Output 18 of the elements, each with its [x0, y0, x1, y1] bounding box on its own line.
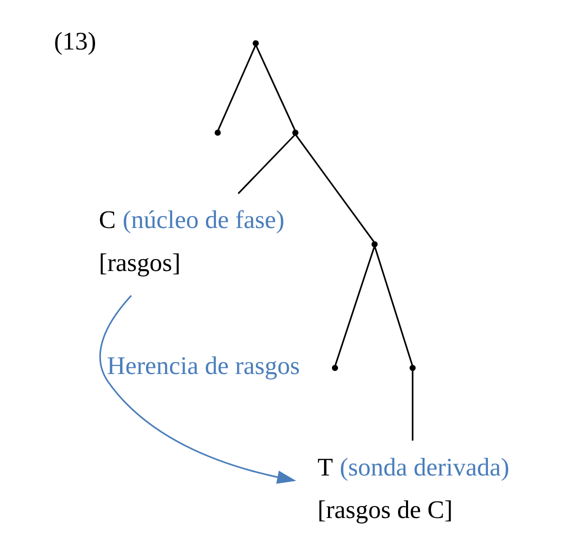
node-point [214, 130, 221, 136]
connector [238, 134, 296, 194]
node-point [372, 241, 378, 248]
node-point [292, 130, 298, 136]
node-point [252, 40, 259, 46]
connector [412, 370, 414, 441]
connector [217, 46, 256, 131]
connector [334, 246, 376, 366]
label: (13) [54, 27, 96, 56]
node-point [332, 364, 338, 371]
node-text: C (núcleo de fase) [rasgos] [98, 206, 284, 277]
arrow [99, 295, 296, 484]
connector [374, 246, 414, 366]
connector [295, 134, 374, 242]
edge-label: Herencia de rasgos [107, 352, 300, 380]
connector [255, 46, 296, 131]
node-point [410, 364, 416, 371]
node-text: T (sonda derivada) [rasgos de C] [318, 453, 510, 524]
